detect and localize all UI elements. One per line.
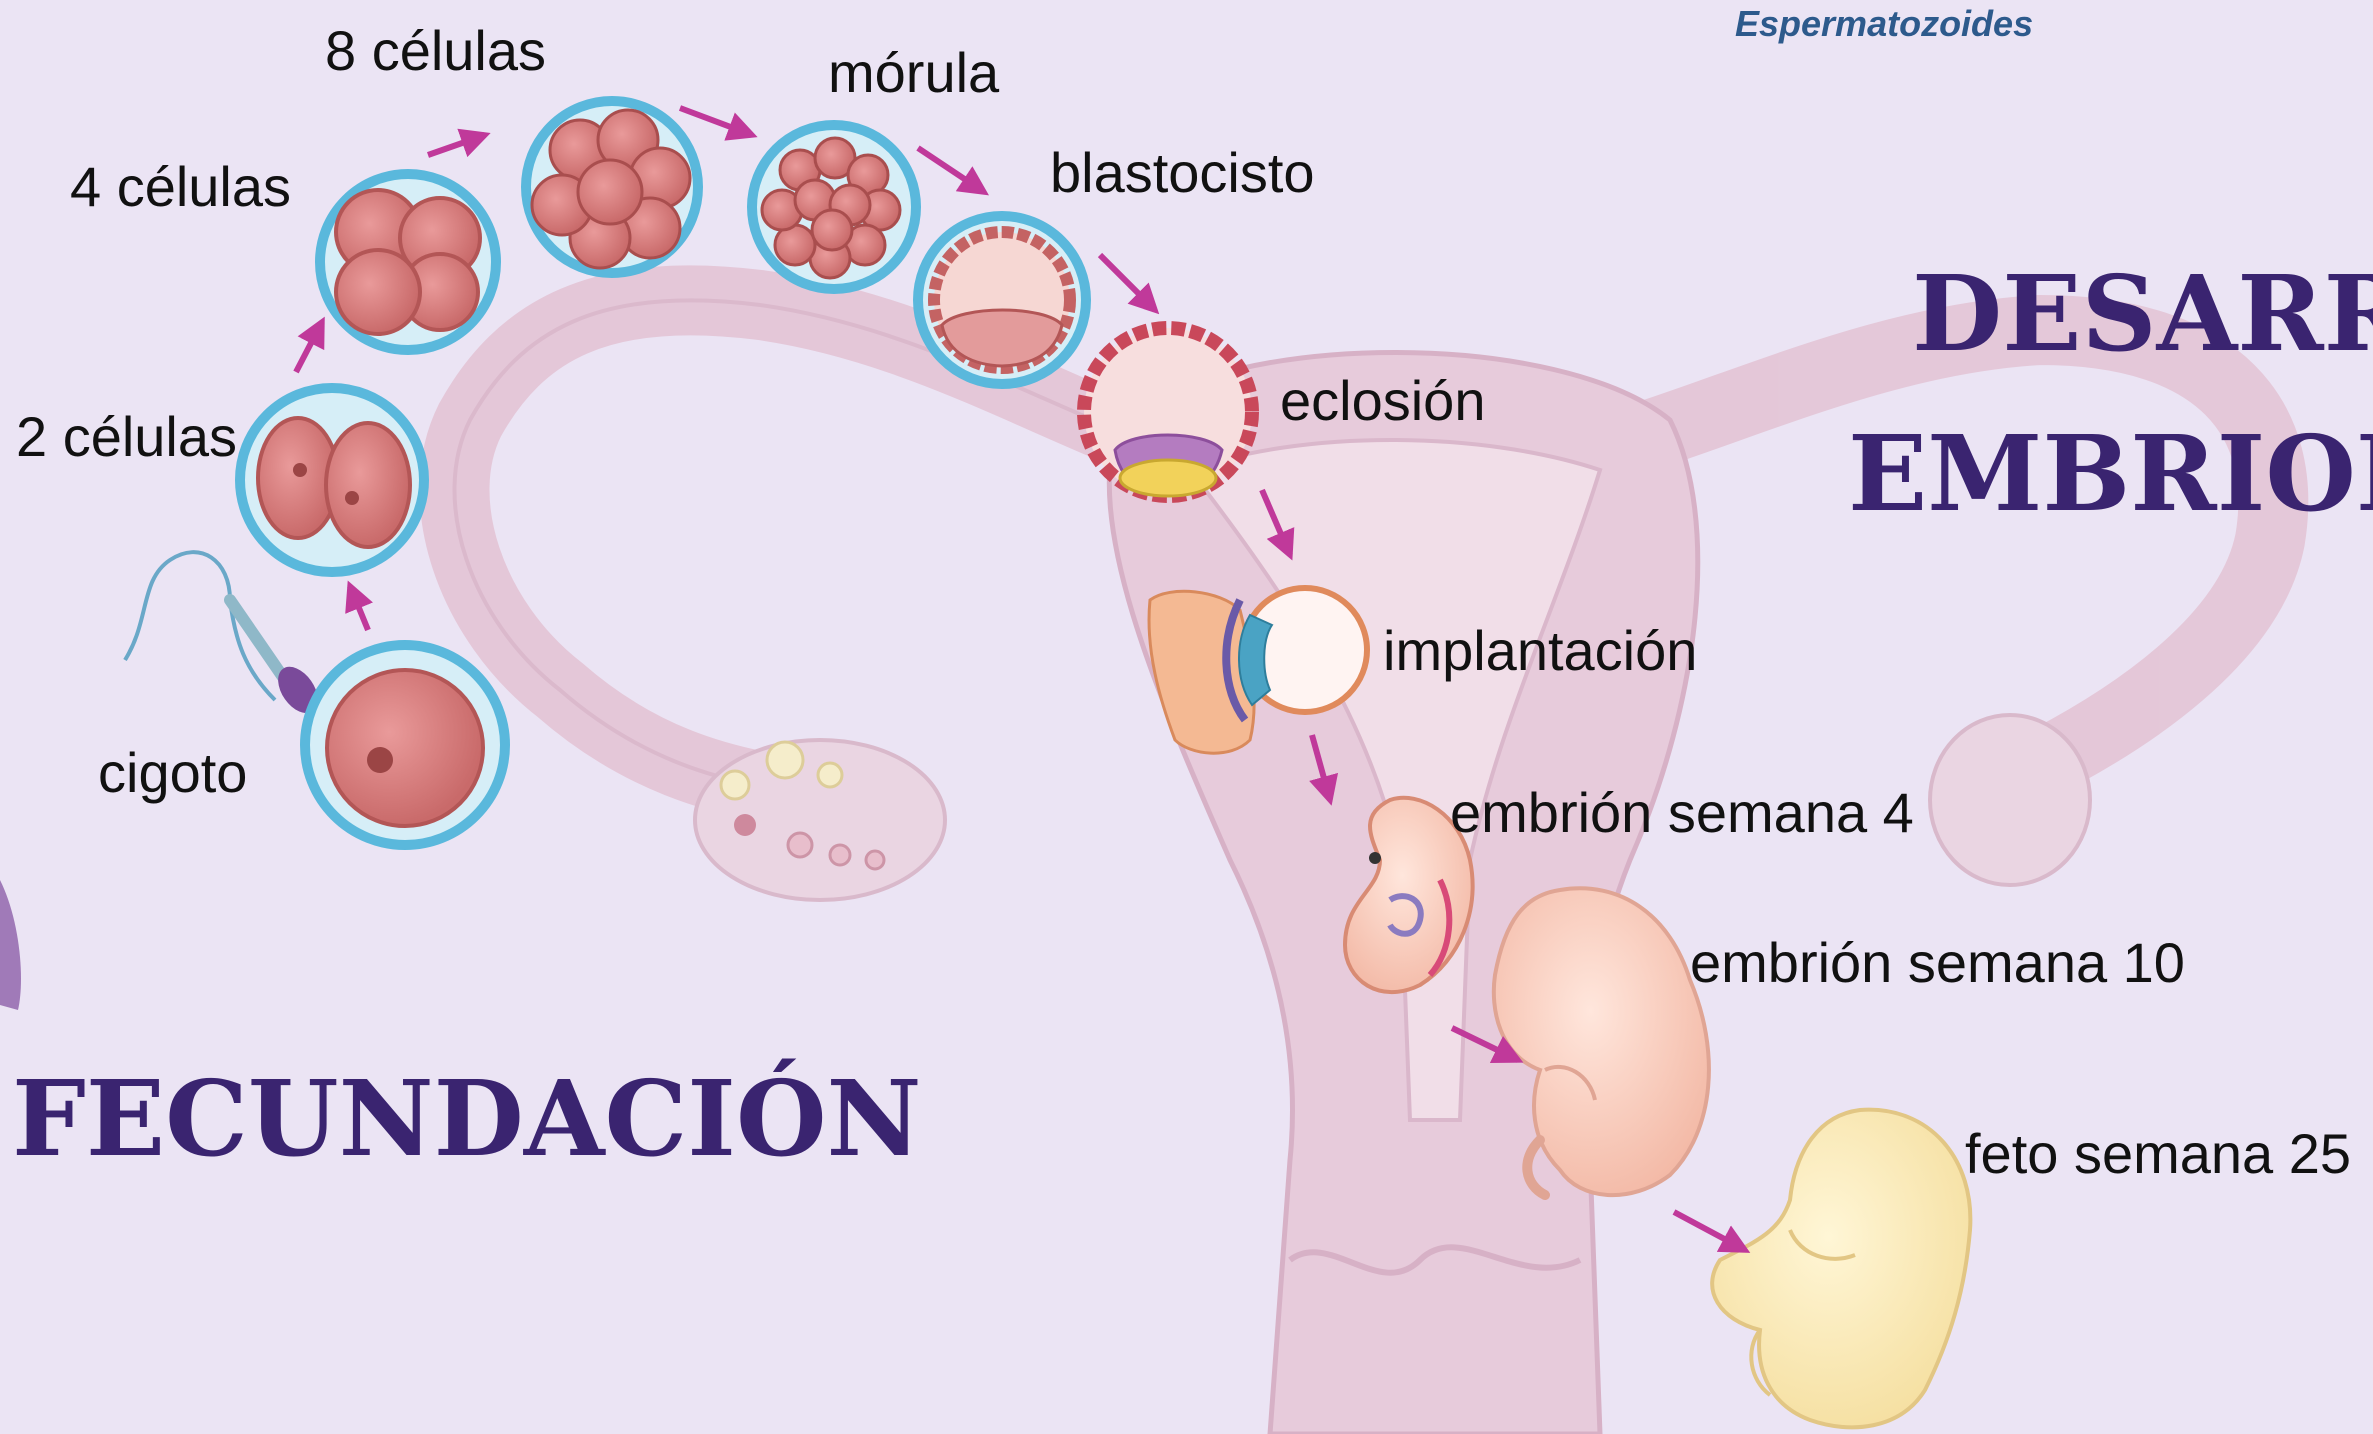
stage-label-embrion-4: embrión semana 4: [1450, 781, 1914, 844]
cell-icon: [918, 216, 1086, 384]
stage-label-blastocisto: blastocisto: [1050, 141, 1315, 204]
cell-icon: [752, 125, 916, 289]
stage-label-cigoto: cigoto: [98, 741, 247, 804]
stage-label-cuatro-celulas: 4 células: [70, 155, 291, 218]
credit-label: Espermatozoides: [1735, 3, 2033, 44]
stage-label-dos-celulas: 2 células: [16, 405, 237, 468]
stage-label-eclosion: eclosión: [1280, 369, 1485, 432]
stage-label-morula: mórula: [828, 41, 1000, 104]
cell-icon: [1084, 328, 1252, 496]
cell-icon: [320, 174, 496, 350]
stage-label-feto-25: feto semana 25: [1965, 1122, 2351, 1185]
stage-label-embrion-10: embrión semana 10: [1690, 931, 2185, 994]
sperm-tail-edge: [0, 880, 21, 1010]
cell-icon: [240, 388, 424, 572]
cell-icon: [305, 645, 505, 845]
sperm-icon: [125, 552, 326, 720]
title-desarrollo-line2: EMBRION: [1848, 412, 2373, 535]
stage-label-ocho-celulas: 8 células: [325, 19, 546, 82]
cell-icon: [526, 101, 698, 273]
title-desarrollo-line1: DESARRO: [1912, 252, 2373, 375]
title-fecundacion: FECUNDACIÓN: [12, 1057, 922, 1180]
stage-label-implantacion: implantación: [1383, 619, 1697, 682]
fetus-icon: [1712, 1110, 1970, 1428]
ovary-icon: [695, 740, 945, 900]
